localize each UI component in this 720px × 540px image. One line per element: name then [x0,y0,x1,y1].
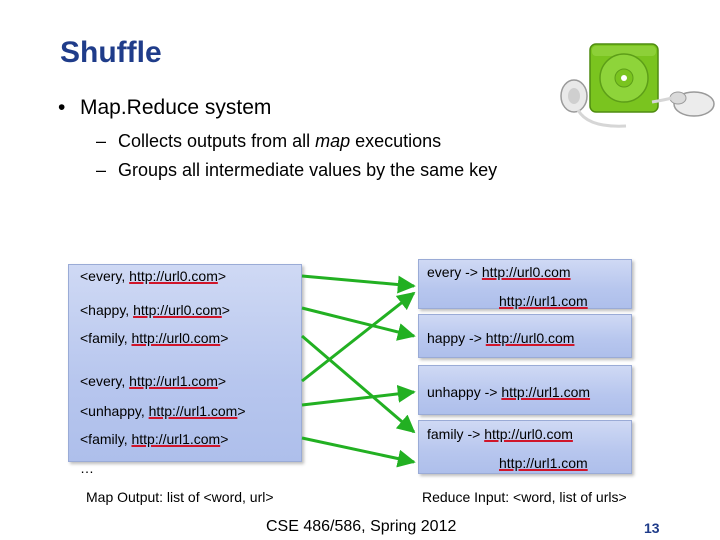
reduce-every-line-2: http://url1.com [499,293,588,309]
arrow-unhappy-url1 [301,384,416,407]
map-line-url: http://url1.com [131,431,221,447]
reduce-every-line: every -> http://url0.com [427,264,571,280]
map-line-5: <unhappy, http://url1.com> [80,403,246,419]
reduce-url: http://url0.com [484,426,573,442]
reduce-url: http://url1.com [501,384,591,400]
reduce-box-family [418,420,632,474]
reduce-box-every [418,259,632,309]
reduce-url: http://url0.com [485,330,575,346]
sub-bullet-groups: –Groups all intermediate values by the s… [96,160,497,181]
map-line-url: http://url1.com [148,403,238,419]
map-line-key: <family, [80,330,132,346]
reduce-key: every -> [427,264,482,280]
footer-course: CSE 486/586, Spring 2012 [266,518,457,535]
reduce-url: http://url1.com [499,293,588,309]
reduce-key: happy -> [427,330,486,346]
map-line-close: > [220,431,229,447]
map-output-box [68,264,302,462]
map-line-url: http://url0.com [133,302,222,318]
reduce-family-line: family -> http://url0.com [427,426,573,442]
arrow-family-url0 [301,334,416,434]
map-line-close: > [217,268,227,284]
reduce-box-happy [418,314,632,358]
arrow-family-url1 [301,436,416,468]
reduce-url: http://url1.com [499,455,588,471]
sub-bullet-collects: –Collects outputs from all map execution… [96,131,441,152]
page-number: 13 [644,520,660,536]
map-line-close: > [221,302,230,318]
map-line-url: http://url0.com [129,268,218,284]
map-output-caption: Map Output: list of <word, url> [86,489,274,505]
map-line-key: <happy, [80,302,134,318]
map-line-4: <every, http://url1.com> [80,373,226,389]
map-line-close: > [217,373,227,389]
reduce-url: http://url0.com [481,264,571,280]
ipod-shuffle-image [560,43,715,128]
reduce-box-unhappy [418,365,632,415]
arrow-every-url1 [301,291,416,383]
arrow-happy-url0 [301,306,416,341]
map-line-url: http://url1.com [129,373,218,389]
map-line-2: <happy, http://url0.com> [80,302,230,318]
sub1-post: executions [350,131,442,151]
map-line-key: <every, [80,268,130,284]
sub2-text: Groups all intermediate values by the sa… [118,160,498,180]
map-line-close: > [237,403,246,419]
dash-glyph: – [96,131,107,151]
map-line-key: <unhappy, [80,403,149,419]
arrow-every-url0 [301,274,416,294]
bullet-text: Map.Reduce system [80,96,272,119]
map-line-close: > [220,330,229,346]
map-line-key: <every, [80,373,130,389]
reduce-input-caption: Reduce Input: <word, list of urls> [422,489,627,505]
map-line-url: http://url0.com [131,330,221,346]
bullet-glyph: • [58,96,66,119]
map-line-6: <family, http://url1.com> [80,431,228,447]
map-line-1: <every, http://url0.com> [80,268,226,284]
sub1-pre: Collects outputs from all [118,131,316,151]
reduce-unhappy-line: unhappy -> http://url1.com [427,384,590,400]
sub1-emphasis: map [315,131,351,151]
reduce-key: unhappy -> [427,384,502,400]
slide-title: Shuffle [60,36,162,69]
map-ellipsis: … [80,460,94,476]
dash-glyph: – [96,160,107,180]
bullet-mapreduce: • Map.Reduce system [58,96,271,120]
map-line-3: <family, http://url0.com> [80,330,228,346]
map-line-key: <family, [80,431,132,447]
reduce-key: family -> [427,426,485,442]
reduce-happy-line: happy -> http://url0.com [427,330,574,346]
reduce-family-line-2: http://url1.com [499,455,588,471]
